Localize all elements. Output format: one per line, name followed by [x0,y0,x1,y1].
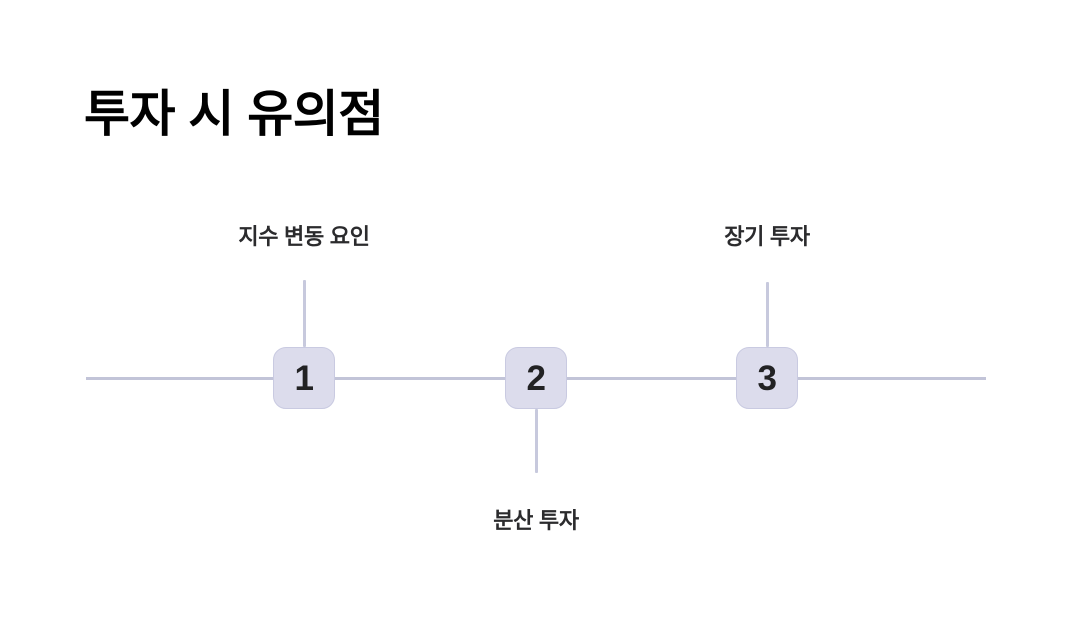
step-box-2[interactable]: 2 [505,347,567,409]
step-number-2: 2 [526,358,546,398]
connector-line-3 [766,282,769,347]
step-label-3: 장기 투자 [724,224,810,249]
step-number-3: 3 [757,358,777,398]
page-title: 투자 시 유의점 [84,86,384,142]
connector-line-2 [535,409,538,473]
step-number-1: 1 [294,358,314,398]
step-label-2: 분산 투자 [493,508,579,533]
connector-line-1 [303,280,306,347]
step-box-1[interactable]: 1 [273,347,335,409]
step-label-1: 지수 변동 요인 [238,224,370,249]
step-box-3[interactable]: 3 [736,347,798,409]
